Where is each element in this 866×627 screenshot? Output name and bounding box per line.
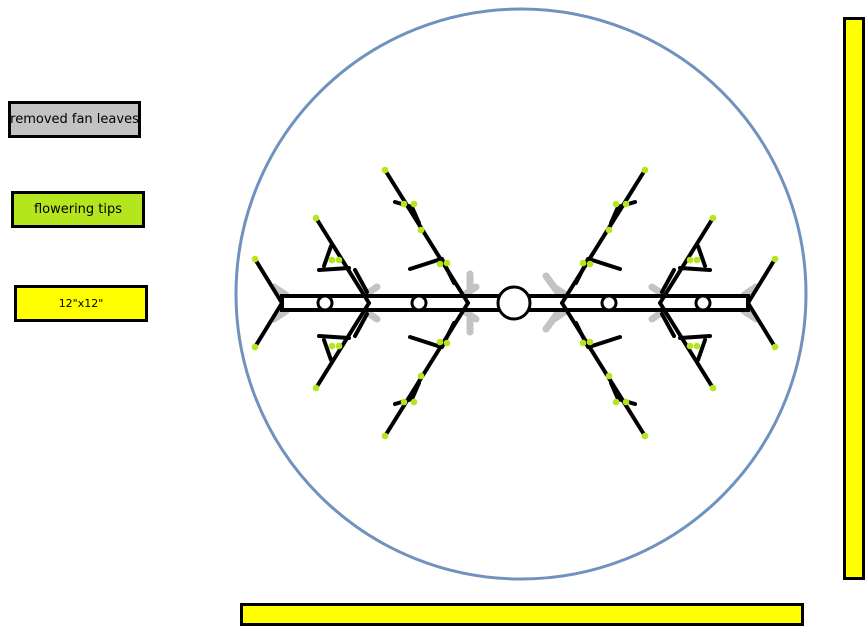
stem-line (317, 334, 351, 340)
flowering-tip (381, 432, 389, 440)
stem-line (408, 257, 443, 271)
stem-line (410, 205, 421, 225)
pot-outline (234, 7, 808, 581)
legend-12x12-label: 12"x12" (58, 297, 104, 310)
stem-node (694, 294, 712, 312)
stem-line (696, 338, 707, 362)
flowering-tip (400, 398, 408, 406)
scale-bar-vertical (843, 17, 865, 580)
flowering-tip (622, 200, 630, 208)
flowering-tip (686, 256, 694, 264)
stem-line (317, 266, 351, 272)
stem-line (408, 335, 443, 349)
flowering-tip (586, 338, 594, 346)
flowering-tip (251, 343, 259, 351)
stem-line (609, 205, 620, 225)
flowering-tip (612, 398, 620, 406)
flowering-tip (417, 372, 425, 380)
legend-removed-fan-leaves: removed fan leaves (8, 101, 141, 138)
flowering-tip (443, 339, 451, 347)
flowering-tip (328, 342, 336, 350)
flowering-tip (709, 384, 717, 392)
flowering-tip (335, 256, 343, 264)
flowering-tip (381, 166, 389, 174)
scale-bar-horizontal (240, 603, 804, 626)
legend-12x12: 12"x12" (14, 285, 148, 322)
flowering-tip (605, 372, 613, 380)
stem-node (600, 294, 618, 312)
stem-line (314, 216, 371, 305)
stem-line (587, 257, 622, 271)
flowering-tip (641, 166, 649, 174)
flowering-tip (586, 260, 594, 268)
flowering-tip (693, 342, 701, 350)
flowering-tip (771, 255, 779, 263)
flowering-tip (622, 398, 630, 406)
flowering-tip (693, 256, 701, 264)
stem-line (678, 266, 712, 272)
flowering-tip (612, 200, 620, 208)
stem-line (660, 268, 676, 294)
removed-fan-leaf (270, 283, 290, 299)
stem-line (658, 301, 715, 390)
flowering-tip (400, 200, 408, 208)
stem-line (353, 268, 369, 294)
stem-nodes (316, 285, 712, 321)
stem-node (496, 285, 532, 321)
legend-flowering-tips-label: flowering tips (33, 202, 123, 217)
stem-line (746, 301, 777, 349)
flowering-tip (436, 260, 444, 268)
removed-fan-leaf (542, 272, 561, 295)
stem-line (322, 338, 333, 362)
removed-fan-leaf (740, 283, 760, 299)
stem-node (316, 294, 334, 312)
stem-line (587, 335, 622, 349)
flowering-tip (410, 200, 418, 208)
flowering-tip (328, 256, 336, 264)
stem-node (410, 294, 428, 312)
stem-line (696, 244, 707, 268)
legend-flowering-tips: flowering tips (11, 191, 145, 228)
flowering-tip (436, 338, 444, 346)
flowering-tip (312, 214, 320, 222)
stem-line (746, 257, 777, 305)
removed-fan-leaf (542, 310, 561, 333)
flowering-tip (335, 342, 343, 350)
stem-line (253, 301, 284, 349)
flowering-tip (771, 343, 779, 351)
flowering-tip (686, 342, 694, 350)
stem-line (322, 244, 333, 268)
flowering-tip (605, 226, 613, 234)
flowering-tip (443, 259, 451, 267)
flowering-tip (251, 255, 259, 263)
stem-line (660, 312, 676, 338)
stem-line (609, 381, 620, 401)
flowering-tips (251, 166, 779, 440)
flowering-tip (641, 432, 649, 440)
stem-line (658, 216, 715, 305)
stem-line (410, 381, 421, 401)
flowering-tip (709, 214, 717, 222)
stem-line (314, 301, 371, 390)
legend-removed-fan-leaves-label: removed fan leaves (10, 112, 139, 127)
stem-line (253, 257, 284, 305)
removed-fan-leaf (270, 307, 290, 323)
flowering-tip (410, 398, 418, 406)
flowering-tip (579, 339, 587, 347)
stem-line (353, 312, 369, 338)
removed-fan-leaf (740, 307, 760, 323)
stem-line (678, 334, 712, 340)
flowering-tip (579, 259, 587, 267)
flowering-tip (417, 226, 425, 234)
flowering-tip (312, 384, 320, 392)
